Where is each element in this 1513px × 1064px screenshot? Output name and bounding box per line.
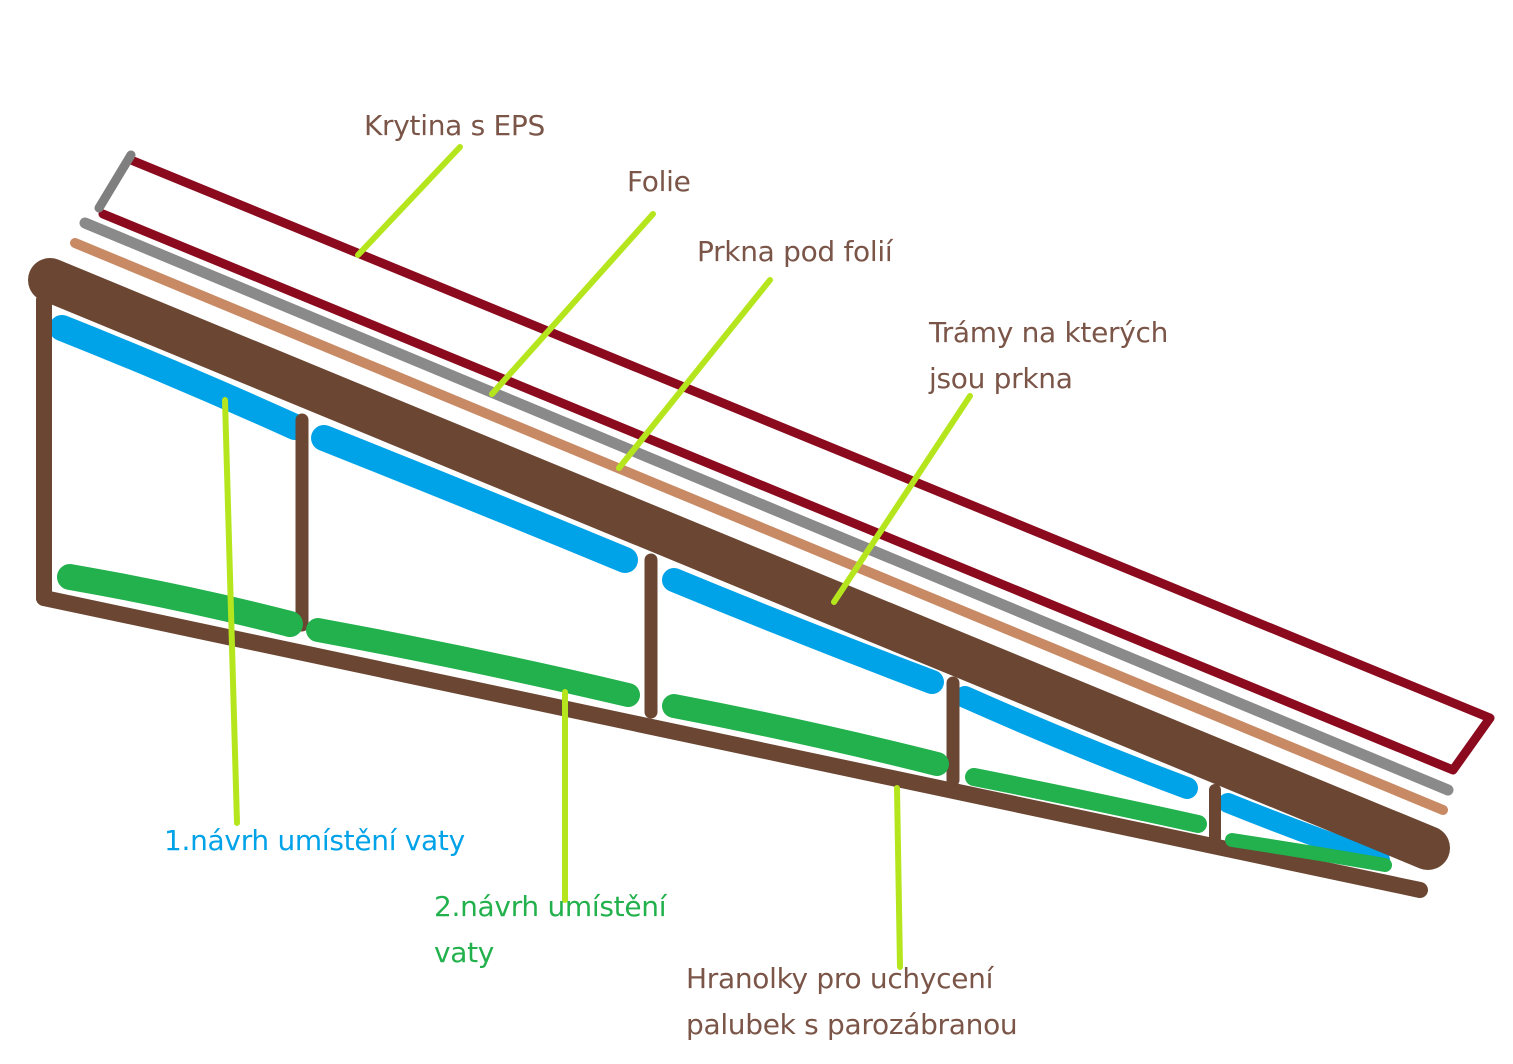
label-hranolky-line2: palubek s parozábranou xyxy=(686,1008,1018,1041)
leader-krytina xyxy=(355,144,463,258)
leader-prkna xyxy=(616,277,773,471)
insulation-2-bay-5 xyxy=(1225,833,1392,872)
label-navrh2-line1: 2.návrh umístění xyxy=(434,890,667,923)
label-navrh1: 1.návrh umístění vaty xyxy=(164,818,465,864)
label-hranolky: Hranolky pro uchycení palubek s parozábr… xyxy=(686,956,1018,1048)
leader-tramy xyxy=(831,393,973,605)
insulation-option-2 xyxy=(57,564,1392,872)
label-folie: Folie xyxy=(627,159,691,205)
krytina-outline xyxy=(98,155,1495,775)
insulation-1-bay-1 xyxy=(49,315,308,440)
label-hranolky-line1: Hranolky pro uchycení xyxy=(686,962,994,995)
tramy-main-rafter xyxy=(28,258,1450,870)
insulation-1-bay-5 xyxy=(1218,793,1390,870)
folie-layer xyxy=(79,217,1454,796)
insulation-1-bay-4 xyxy=(954,686,1198,799)
label-navrh1-text: 1.návrh umístění vaty xyxy=(164,824,465,857)
leader-lines xyxy=(222,144,973,970)
krytina-layer xyxy=(94,150,1495,775)
krytina-end-cap xyxy=(94,150,136,213)
label-tramy-line1: Trámy na kterých xyxy=(929,316,1169,349)
bottom-chord xyxy=(36,590,1428,898)
tramy-structure xyxy=(28,258,1450,898)
label-tramy: Trámy na kterých jsou prkna xyxy=(929,310,1168,402)
insulation-2-bay-1 xyxy=(57,564,303,637)
leader-navrh1 xyxy=(222,397,240,826)
insulation-2-bay-2 xyxy=(306,618,640,707)
insulation-2-bay-3 xyxy=(662,694,949,776)
label-navrh2-line2: vaty xyxy=(434,936,495,969)
label-folie-text: Folie xyxy=(627,165,691,198)
insulation-1-bay-3 xyxy=(662,568,944,694)
label-krytina: Krytina s EPS xyxy=(364,103,545,149)
label-navrh2: 2.návrh umístění vaty xyxy=(434,884,666,976)
label-tramy-line2: jsou prkna xyxy=(929,362,1073,395)
insulation-option-1 xyxy=(49,315,1390,870)
leader-folie xyxy=(489,211,656,397)
prkna-layer xyxy=(70,238,1448,815)
label-prkna-text: Prkna pod folií xyxy=(697,235,893,268)
leader-hranolky xyxy=(894,785,903,970)
label-krytina-text: Krytina s EPS xyxy=(364,109,545,142)
label-prkna: Prkna pod folií xyxy=(697,229,893,275)
insulation-2-bay-4 xyxy=(965,768,1207,833)
insulation-1-bay-2 xyxy=(311,425,638,573)
